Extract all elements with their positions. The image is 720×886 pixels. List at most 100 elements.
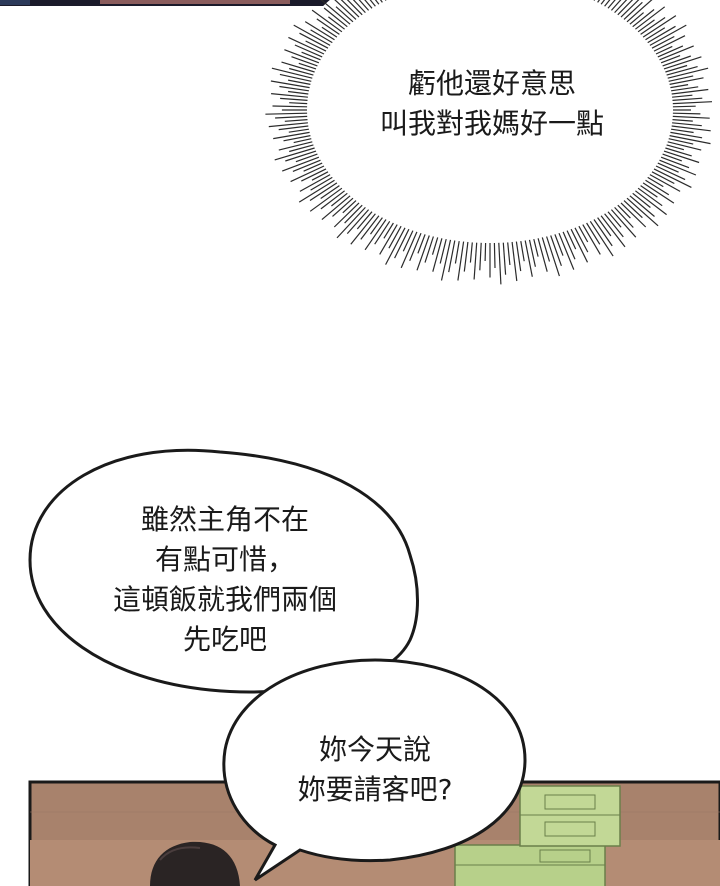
burst-line <box>662 153 683 162</box>
speech-bubble-right <box>222 658 527 882</box>
burst-line <box>651 35 675 49</box>
burst-line <box>278 125 309 131</box>
burst-line <box>659 159 697 176</box>
burst-line <box>369 0 376 7</box>
burst-line <box>364 219 387 251</box>
burst-line <box>320 190 345 210</box>
speech-right-line-1: 妳今天說 <box>318 733 431 766</box>
burst-line <box>484 242 487 262</box>
speech-left-text: 雖然主角不在 有點可惜， 這頓飯就我們兩個 先吃吧 <box>70 500 380 660</box>
burst-line <box>360 215 380 240</box>
burst-line <box>416 235 430 271</box>
burst-line <box>667 141 702 151</box>
burst-line <box>402 230 414 252</box>
burst-line <box>321 26 338 38</box>
burst-line <box>671 88 709 95</box>
burst-line <box>663 56 702 70</box>
burst-line <box>623 200 643 219</box>
burst-line <box>340 0 360 18</box>
burst-line <box>640 185 658 198</box>
burst-line <box>283 135 311 142</box>
burst-line <box>533 238 539 257</box>
burst-line <box>379 224 398 255</box>
burst-line <box>305 40 327 52</box>
burst-line <box>623 1 643 20</box>
thought-line-1: 虧他還好意思 <box>407 67 576 100</box>
burst-line <box>280 97 308 101</box>
burst-line <box>320 0 351 25</box>
burst-line <box>457 241 465 281</box>
burst-line <box>604 213 624 238</box>
burst-line <box>666 144 685 151</box>
thought-bubble-text: 虧他還好意思 叫我對我媽好一點 <box>352 64 632 144</box>
burst-line <box>665 147 692 157</box>
burst-line <box>281 61 315 73</box>
burst-line <box>265 112 308 115</box>
burst-line <box>620 202 647 228</box>
burst-line <box>311 9 343 33</box>
burst-line <box>620 0 640 18</box>
burst-line <box>647 176 664 188</box>
burst-line <box>356 211 373 230</box>
burst-line <box>614 206 634 228</box>
burst-line <box>626 0 653 23</box>
burst-line <box>333 202 360 228</box>
burst-line <box>298 179 335 203</box>
burst-line <box>589 220 614 257</box>
burst-line <box>645 179 670 196</box>
burst-line <box>383 222 394 239</box>
burst-line <box>288 90 309 95</box>
burst-line <box>440 239 452 281</box>
burst-line <box>271 93 308 98</box>
burst-line <box>670 84 689 89</box>
burst-line <box>520 240 525 262</box>
burst-line <box>550 235 562 266</box>
burst-line <box>570 228 589 263</box>
burst-line <box>284 49 320 64</box>
burst-line <box>310 29 333 44</box>
burst-line <box>336 206 366 239</box>
burst-line <box>541 237 551 262</box>
burst-line <box>331 192 348 207</box>
burst-line <box>271 67 313 79</box>
burst-line <box>507 242 511 266</box>
burst-line <box>295 153 318 163</box>
burst-line <box>424 236 434 263</box>
burst-line <box>332 197 354 217</box>
burst-line <box>668 138 694 145</box>
thought-line-2: 叫我對我媽好一點 <box>379 107 604 140</box>
burst-line <box>562 231 576 260</box>
burst-line <box>607 0 616 9</box>
burst-line <box>515 241 522 272</box>
burst-line <box>629 195 655 217</box>
burst-line <box>335 6 354 23</box>
burst-line <box>301 168 327 182</box>
burst-line <box>374 0 380 5</box>
burst-line <box>610 0 622 11</box>
burst-line <box>617 204 631 219</box>
burst-line <box>284 119 308 122</box>
burst-line <box>671 86 699 92</box>
speech-left-line-2: 有點可惜， <box>154 543 295 576</box>
burst-line <box>352 0 366 14</box>
burst-line <box>626 197 659 227</box>
burst-line <box>287 79 311 85</box>
burst-line <box>289 67 314 76</box>
burst-line <box>671 125 711 132</box>
burst-line <box>323 7 348 28</box>
burst-line <box>273 131 310 140</box>
burst-line <box>672 101 713 105</box>
burst-line <box>635 6 666 30</box>
burst-line <box>448 240 456 273</box>
burst-line <box>432 238 443 272</box>
burst-line <box>670 131 703 139</box>
burst-line <box>672 97 703 101</box>
burst-line <box>394 228 410 259</box>
burst-line <box>281 156 320 172</box>
burst-line <box>479 242 482 271</box>
burst-line <box>303 162 323 172</box>
top-panel-fragment <box>0 0 330 6</box>
burst-line <box>642 182 675 204</box>
burst-line <box>647 25 676 44</box>
